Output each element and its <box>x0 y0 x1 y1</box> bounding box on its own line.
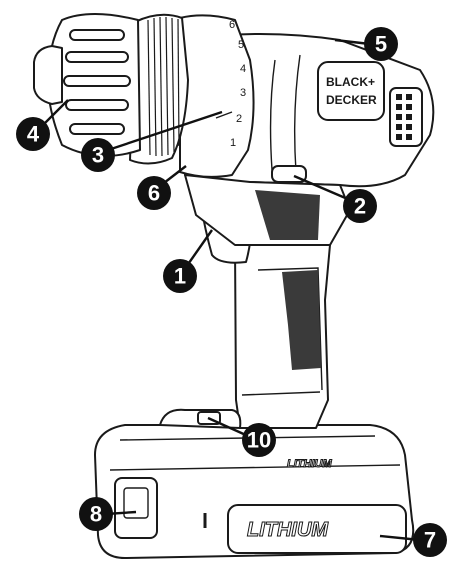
callout-3 <box>81 138 115 172</box>
callout-5 <box>364 27 398 61</box>
torque-number-4: 4 <box>240 63 246 75</box>
battery-release-button <box>114 477 158 539</box>
callout-7-label: 7 <box>424 528 436 553</box>
callouts: 1 2 3 4 5 6 7 8 10 <box>16 27 447 557</box>
callout-4-label: 4 <box>27 122 40 147</box>
callout-3-label: 3 <box>92 143 104 168</box>
battery-front-plate <box>227 504 407 554</box>
battery-label-front: LITHIUM <box>247 519 329 541</box>
torque-number-5: 5 <box>238 39 244 51</box>
callout-5-label: 5 <box>375 32 387 57</box>
keyless-chuck <box>33 13 189 165</box>
callout-1-label: 1 <box>174 264 186 289</box>
handle-grip-texture <box>282 270 321 370</box>
torque-number-6: 6 <box>229 19 235 31</box>
callout-6 <box>137 176 171 210</box>
callout-10 <box>242 423 276 457</box>
callout-7 <box>413 523 447 557</box>
battery-pack: LITHIUM LITHIUM <box>94 424 415 559</box>
torque-number-1: 1 <box>230 137 236 149</box>
torque-number-2: 2 <box>236 113 242 125</box>
callout-2-label: 2 <box>354 194 366 219</box>
callout-8 <box>79 497 113 531</box>
brand-badge <box>317 61 385 121</box>
callout-2 <box>343 189 377 223</box>
torque-number-3: 3 <box>240 87 246 99</box>
callout-8-label: 8 <box>90 502 102 527</box>
brand-line-1: BLACK+ <box>326 75 375 89</box>
battery-label-top: LITHIUM <box>287 458 332 470</box>
callout-10-label: 10 <box>247 428 271 453</box>
brand-line-2: DECKER <box>326 93 377 107</box>
torque-collar: 6 5 4 3 2 1 <box>179 14 255 178</box>
upper-grip-texture <box>255 190 320 240</box>
callout-6-label: 6 <box>148 181 160 206</box>
drill-handle <box>159 244 331 429</box>
callout-1 <box>163 259 197 293</box>
callout-4 <box>16 117 50 151</box>
